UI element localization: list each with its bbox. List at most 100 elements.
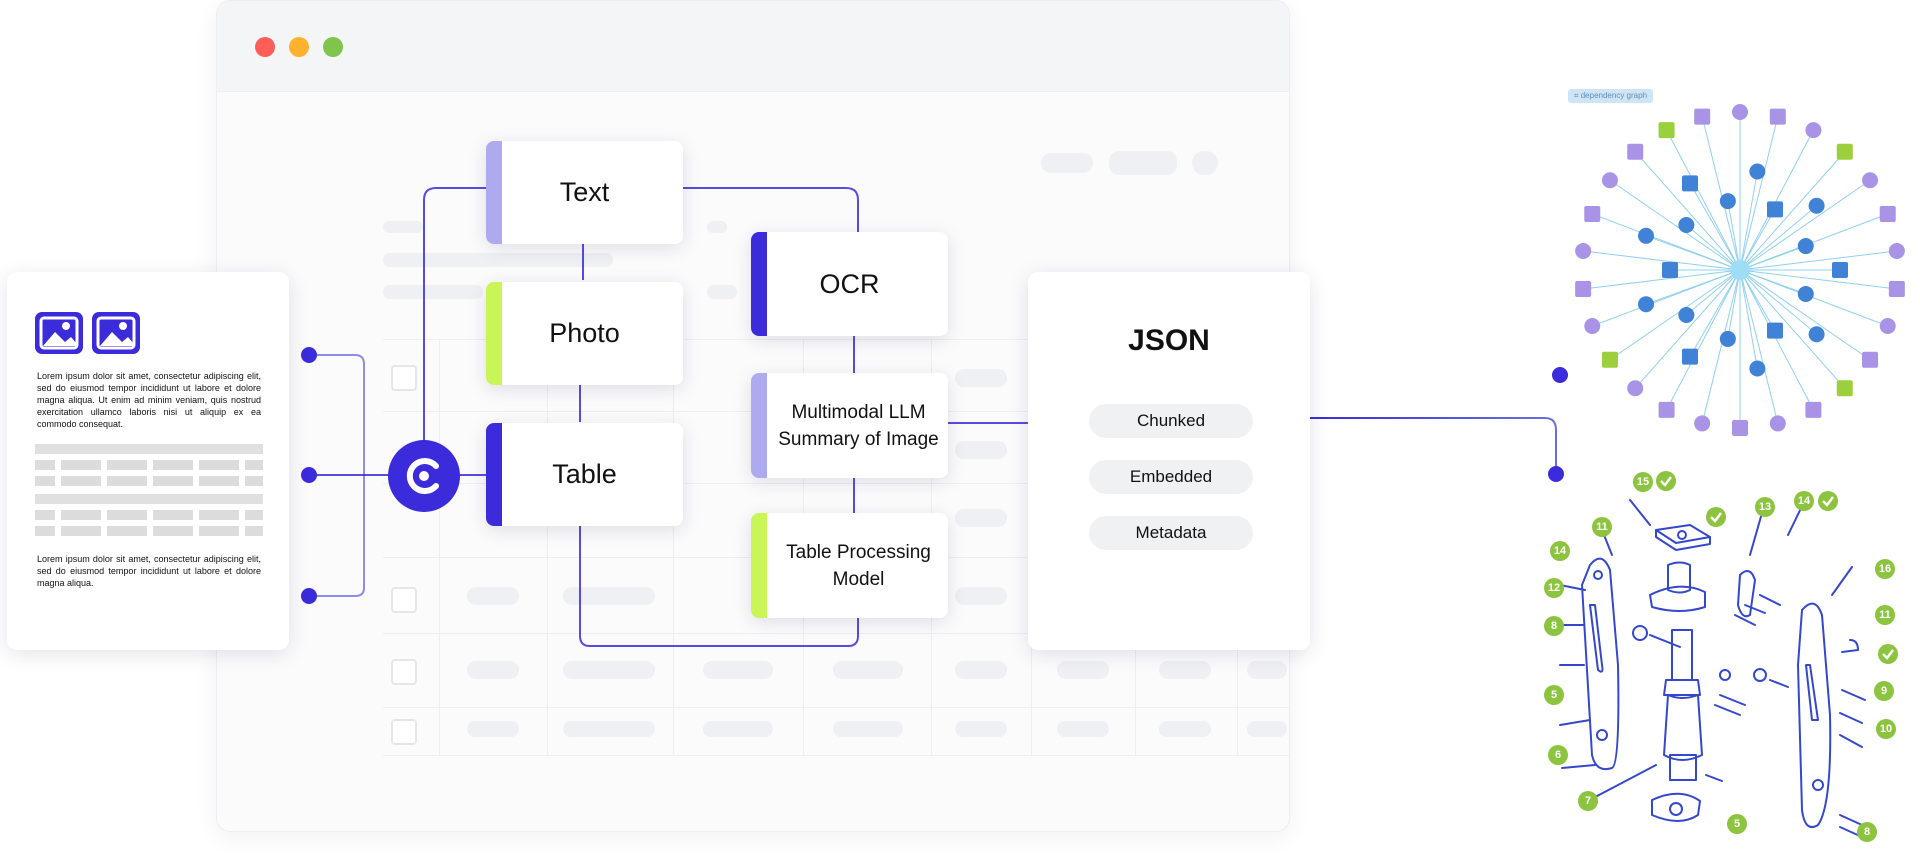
graph-node [1767,201,1783,218]
document-paragraph: Lorem ipsum dolor sit amet, consectetur … [37,371,261,429]
graph-edge [1634,269,1741,389]
graph-tag: ⌗ dependency graph [1568,89,1654,103]
dependency-graph [1575,104,1905,436]
graph-node [1808,197,1825,214]
callout-number: 10 [1880,723,1892,735]
tag-embedded: Embedded [1089,460,1253,494]
placeholder-line [383,253,613,267]
grid-line [383,339,1289,340]
callout-badge: 5 [1544,685,1564,705]
graph-node [1627,143,1644,160]
graph-node [1836,380,1853,397]
graph-edge [1739,209,1776,271]
check-badge [1878,644,1898,664]
connector-dot [301,467,317,483]
graph-node [1769,415,1786,432]
node-accent-bar [486,141,502,244]
graph-node [1662,262,1678,278]
output-title: JSON [1128,324,1210,357]
check-badge [1656,471,1676,491]
placeholder-cell [1159,661,1211,679]
graph-node [1601,351,1618,368]
node-photo[interactable]: Photo [486,282,683,385]
browser-title-bar [217,1,1289,92]
window-maximize-button[interactable] [323,37,343,57]
graph-node [1694,108,1711,125]
image-icon [35,312,83,354]
graph-node [1658,401,1675,418]
callout-badge: 9 [1874,681,1894,701]
callout-badge: 16 [1875,559,1895,579]
placeholder-cell [467,661,519,679]
callout-number: 14 [1554,545,1567,557]
graph-edge [1666,269,1741,411]
callout-badge: 8 [1857,822,1877,842]
node-text[interactable]: Text [486,141,683,244]
graph-node [1627,380,1644,397]
placeholder-cell [1159,721,1211,737]
callout-number: 5 [1551,689,1557,701]
node-table[interactable]: Table [486,423,683,526]
callout-number: 8 [1864,826,1870,838]
graph-edge [1739,116,1779,271]
placeholder-chip [1192,151,1218,175]
callout-number: 6 [1555,749,1561,761]
c-logo-icon[interactable] [388,440,460,512]
graph-edge [1739,269,1817,335]
node-table-processing-model[interactable]: Table Processing Model [751,513,948,618]
callout-number: 8 [1551,620,1557,632]
callout-number: 13 [1759,501,1771,513]
graph-edge [1739,171,1758,271]
row-checkbox[interactable] [391,587,417,613]
callout-number: 14 [1798,495,1811,507]
window-minimize-button[interactable] [289,37,309,57]
placeholder-cell [1057,721,1109,737]
row-checkbox[interactable] [391,659,417,685]
graph-node [1694,415,1711,432]
row-checkbox[interactable] [391,365,417,391]
source-document-card: Lorem ipsum dolor sit amet, consectetur … [7,272,289,650]
graph-edge [1583,269,1741,290]
graph-edge [1739,245,1806,271]
callout-badge: 12 [1544,578,1564,598]
placeholder-cell [955,721,1007,737]
callout-number: 15 [1637,476,1649,488]
document-table [35,444,263,536]
callout-badge: 7 [1578,791,1598,811]
graph-node [1682,348,1698,365]
graph-edge [1609,269,1741,361]
callout-badge: 11 [1875,605,1895,625]
graph-edge [1634,151,1741,271]
node-label: Multimodal LLM Summary of Image [778,401,939,450]
callout-badge: 14 [1794,491,1814,511]
connector-dot [301,347,317,363]
placeholder-chip [1041,153,1093,173]
graph-node [1682,175,1698,192]
row-checkbox[interactable] [391,719,417,745]
graph-edge [1739,269,1758,369]
node-multimodal-llm[interactable]: Multimodal LLM Summary of Image [751,373,948,478]
graph-node [1879,205,1896,222]
graph-node [1805,122,1822,139]
graph-edge [1739,269,1897,290]
graph-edge [1739,129,1814,271]
grid-line [383,755,1289,756]
graph-edge [1739,269,1776,331]
node-label: Table Processing Model [786,541,931,590]
placeholder-cell [467,721,519,737]
grid-line [383,483,1289,484]
node-ocr[interactable]: OCR [751,232,948,336]
window-close-button[interactable] [255,37,275,57]
node-accent-bar [751,513,767,618]
graph-node [1638,227,1655,244]
placeholder-line [383,285,483,299]
grid-line [673,339,674,755]
graph-node [1678,306,1695,323]
callout-number: 5 [1734,818,1740,830]
placeholder-cell [703,721,773,737]
graph-edge [1686,224,1741,271]
graph-node [1805,401,1822,418]
graph-node [1888,242,1905,259]
graph-edge [1689,269,1741,357]
